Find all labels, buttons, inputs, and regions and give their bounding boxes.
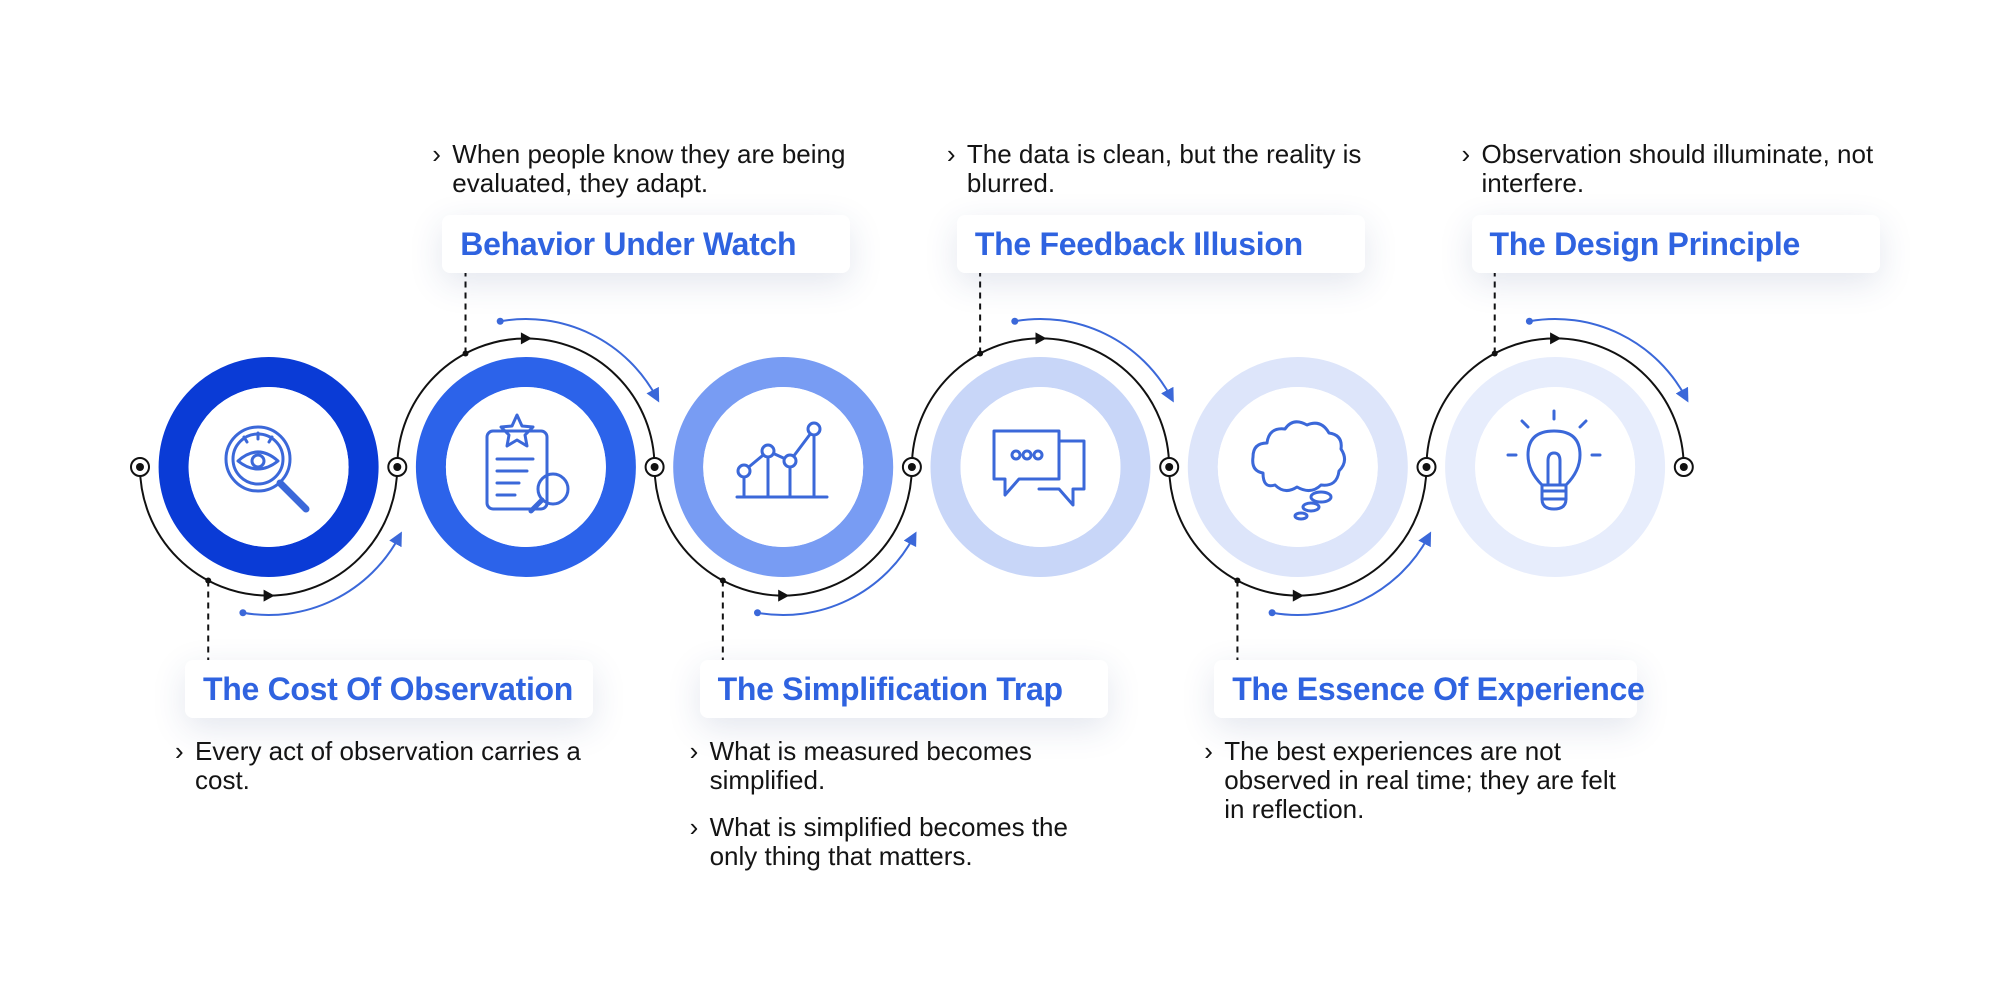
chat-bubbles-icon	[992, 429, 1086, 507]
progress-arrow-start	[754, 609, 762, 617]
progress-arrow	[242, 531, 402, 616]
connector-node-dot	[650, 463, 659, 471]
bullet-text: When people know they are being evaluate…	[452, 139, 846, 198]
stage-title-card: The Feedback Illusion	[956, 215, 1365, 273]
connector-node-dot	[907, 463, 916, 471]
bullet-item: › What is simplified becomes the only thi…	[690, 813, 1120, 871]
stage-bullets: › What is measured becomes simplified. › Wh…	[690, 737, 1120, 889]
stage-ring	[930, 357, 1151, 577]
arc-arrowhead	[778, 589, 790, 602]
progress-arrow	[757, 531, 917, 616]
stage-bullets: › Observation should illuminate, not inte…	[1462, 140, 1892, 216]
connector-node-dot	[1422, 463, 1431, 471]
stage-title: The Cost Of Observation	[203, 670, 574, 707]
stage-title: Behavior Under Watch	[460, 225, 797, 262]
stage-bullets: › When people know they are being evaluat…	[432, 140, 862, 216]
bullet-text: Every act of observation carries a cost.	[195, 736, 581, 795]
progress-arrow-start	[496, 317, 504, 325]
progress-arrow-start	[1525, 317, 1533, 325]
stage-ring	[673, 357, 894, 577]
ring-inner	[1475, 387, 1636, 547]
stage-bullets: › The data is clean, but the reality is b…	[947, 140, 1377, 216]
bullet-item: › The data is clean, but the reality is b…	[947, 140, 1377, 198]
arc-arrowhead	[520, 332, 532, 345]
bullet-text: What is measured becomes simplified.	[709, 736, 1032, 795]
stage-title-card: The Simplification Trap	[699, 660, 1108, 718]
chevron-right-icon: ›	[1204, 736, 1213, 766]
stage-title-card: The Essence Of Experience	[1214, 660, 1645, 718]
ring-inner	[445, 387, 606, 547]
stage-title: The Essence Of Experience	[1232, 670, 1645, 707]
arc-arrowhead	[263, 589, 275, 602]
stage-bullets: › Every act of observation carries a cost…	[175, 737, 605, 813]
thought-cloud-icon	[1251, 420, 1346, 521]
bullet-item: › Observation should illuminate, not inte…	[1462, 140, 1892, 198]
chevron-right-icon: ›	[689, 812, 699, 842]
chevron-right-icon: ›	[1461, 139, 1471, 169]
magnifier-eye-icon	[224, 425, 310, 513]
connector-node-dot	[1679, 463, 1688, 471]
chevron-right-icon: ›	[432, 139, 441, 169]
ring-inner	[1217, 387, 1378, 547]
progress-arrow-start	[1268, 609, 1276, 617]
clipboard-star-search-icon	[485, 413, 570, 514]
bullet-item: › When people know they are being evaluat…	[432, 140, 862, 198]
line-chart-icon	[735, 421, 829, 499]
progress-arrow	[1529, 318, 1689, 403]
stage-title: The Design Principle	[1489, 225, 1801, 262]
bullet-text: What is simplified becomes the only thin…	[709, 812, 1068, 871]
stage-title: The Feedback Illusion	[974, 225, 1303, 262]
bullet-item: › Every act of observation carries a cost…	[175, 737, 605, 795]
bullet-text: Observation should illuminate, not inter…	[1481, 139, 1874, 198]
stage-title-card: Behavior Under Watch	[442, 215, 851, 273]
ring-inner	[703, 387, 864, 547]
stage-ring	[1187, 357, 1408, 577]
bullet-text: The data is clean, but the reality is bl…	[966, 139, 1362, 198]
progress-arrow-start	[239, 609, 247, 617]
progress-arrow	[1271, 531, 1432, 616]
stage-title: The Simplification Trap	[717, 670, 1063, 707]
connector-node-dot	[136, 463, 144, 471]
chevron-right-icon: ›	[946, 139, 956, 169]
arc-arrowhead	[1035, 332, 1047, 345]
progress-arrow	[1014, 318, 1174, 403]
light-bulb-icon	[1506, 409, 1602, 511]
connector-node-dot	[1165, 463, 1174, 471]
chevron-right-icon: ›	[175, 736, 184, 766]
stage-ring	[158, 357, 379, 577]
bullet-text: The best experiences are not observed in…	[1224, 736, 1616, 824]
stage-ring	[1445, 357, 1666, 577]
progress-arrow-start	[1011, 317, 1019, 325]
bullet-item: › What is measured becomes simplified.	[690, 737, 1120, 795]
stage-title-card: The Cost Of Observation	[185, 660, 593, 718]
progress-arrow	[500, 318, 660, 403]
stage-title-card: The Design Principle	[1471, 215, 1880, 273]
bullet-item: › The best experiences are not observed i…	[1204, 737, 1634, 824]
arc-arrowhead	[1292, 589, 1304, 602]
arc-arrowhead	[1550, 332, 1562, 345]
stage-ring	[415, 357, 636, 577]
stage-bullets: › The best experiences are not observed i…	[1204, 737, 1634, 842]
chevron-right-icon: ›	[689, 736, 699, 766]
connector-node-dot	[393, 463, 402, 471]
